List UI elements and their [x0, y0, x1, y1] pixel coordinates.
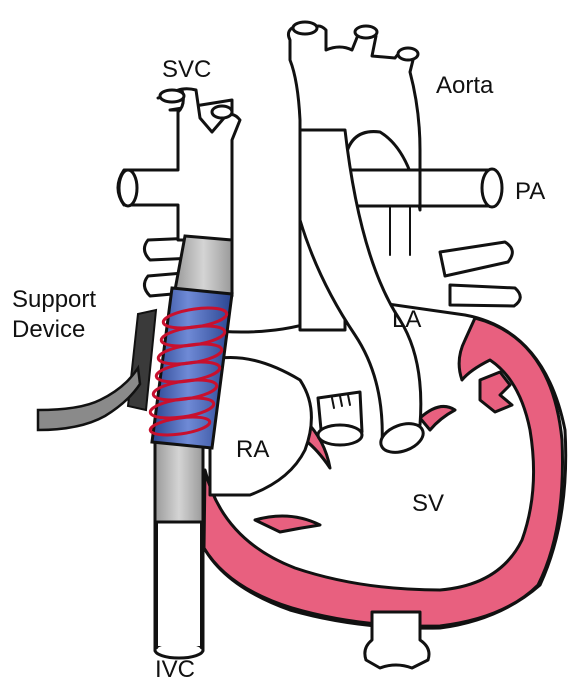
- label-ivc: IVC: [155, 656, 195, 684]
- ivc-graft-segment: [155, 440, 203, 522]
- aorta-branch-end-2: [355, 26, 377, 38]
- aorta-branch-end-1: [293, 22, 317, 34]
- label-support-line1: Support: [12, 286, 96, 314]
- upper-conduit: [175, 236, 232, 295]
- descending-vessel: [365, 612, 429, 668]
- label-svc: SVC: [162, 56, 211, 84]
- label-sv: SV: [412, 490, 444, 518]
- svc-branch-end-left: [119, 170, 137, 206]
- label-ra: RA: [236, 436, 269, 464]
- label-support-line2: Device: [12, 316, 85, 344]
- ivc-lower-white: [157, 520, 201, 646]
- label-pa: PA: [515, 178, 545, 206]
- pulmonary-artery-end: [482, 169, 502, 207]
- svc-branch-end-top: [160, 90, 184, 102]
- label-aorta: Aorta: [436, 72, 493, 100]
- drive-cable: [38, 368, 140, 430]
- aorta-branch-end-3: [398, 48, 418, 60]
- pulmonary-vein-lower: [450, 285, 520, 306]
- valve-stub-opening: [318, 425, 362, 445]
- label-la: LA: [392, 306, 421, 334]
- pulmonary-vein-upper: [440, 242, 512, 276]
- svc-branch-end-right: [212, 106, 232, 118]
